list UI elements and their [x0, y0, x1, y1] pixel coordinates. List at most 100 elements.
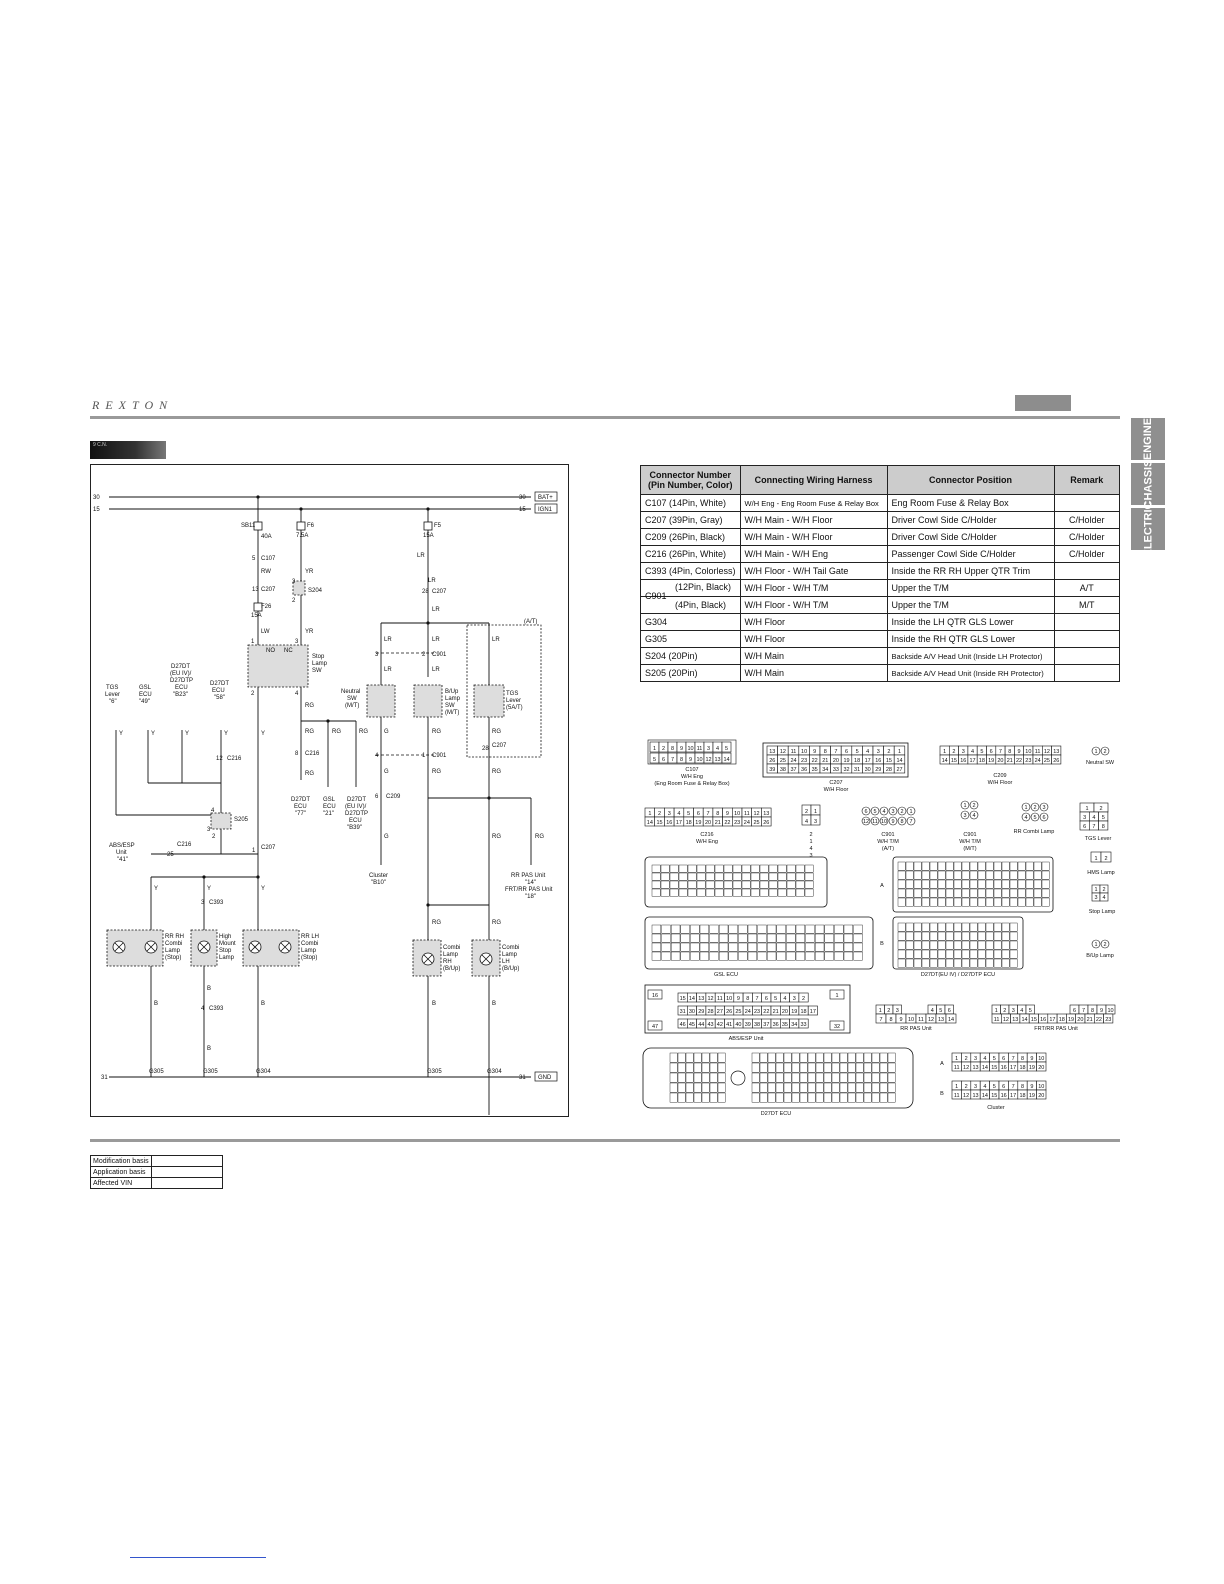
c216-pin-label: 7: [707, 811, 710, 817]
ground-1: G305: [149, 1069, 164, 1075]
gsl-upper-cell: [732, 864, 742, 873]
cluster-b-pin-label: 7: [1012, 1084, 1015, 1090]
pin-c207-28a: 28: [422, 589, 429, 595]
gsl-cell: [766, 942, 777, 952]
rr-rh-l4: (Stop): [165, 955, 181, 961]
abs-l2: Unit: [116, 850, 127, 856]
col-position: Connector Position: [886, 465, 1055, 495]
d27-right-cell: [831, 1062, 840, 1073]
d27-right-cell: [887, 1062, 896, 1073]
c216-pin-label: 8: [716, 811, 719, 817]
d27-right-cell: [791, 1072, 800, 1083]
c901at-pin: [879, 816, 889, 826]
cell-harness: W/H Floor - W/H Tail Gate: [739, 562, 888, 580]
cluster-l2: "B10": [371, 880, 386, 886]
d27eu-b-cell: [961, 931, 970, 941]
d27eu-b-cell: [953, 922, 962, 932]
gsl-upper-cell: [714, 872, 724, 881]
c901at-pin-label: 2: [900, 809, 903, 815]
d27eu-a-cell: [1041, 897, 1050, 907]
d27eu-b-cell: [929, 931, 938, 941]
d27eu-b-cell: [945, 958, 954, 968]
gsl-cell: [824, 942, 834, 952]
d27eu-a-cell: [969, 879, 978, 889]
gsl-cell: [834, 942, 844, 952]
d27-right-cell: [759, 1082, 768, 1093]
rrpas-pin-label: 8: [889, 1017, 892, 1023]
d27eu-a-cell: [945, 870, 954, 880]
d27-right-cell: [751, 1052, 760, 1063]
d27-right-cell: [783, 1082, 792, 1093]
abs-pin-label: 13: [698, 996, 704, 1002]
pin-stop-2: 2: [251, 691, 255, 697]
tab-electric[interactable]: ELECTRIC: [1131, 502, 1165, 557]
cell-remark: C/Holder: [1053, 511, 1121, 529]
c107-body: [647, 739, 737, 765]
cluster-b-pin-label: 8: [1021, 1084, 1024, 1090]
c901at-pin-label: 10: [881, 819, 887, 825]
tab-engine[interactable]: ENGINE: [1131, 418, 1165, 460]
gsl-cell: [776, 942, 786, 952]
c216-caption: C216: [700, 832, 713, 838]
gsl-cell: [747, 933, 758, 943]
tab-chassis[interactable]: CHASSIS: [1131, 460, 1165, 508]
c209-pin-label: 8: [1008, 749, 1011, 755]
d27eu-b-cell: [1009, 922, 1018, 932]
gsl-cell: [747, 924, 758, 934]
abs-pin-label: 38: [754, 1022, 760, 1028]
c216-pin-label: 20: [705, 820, 711, 826]
gsl-upper-cell: [723, 872, 733, 881]
d27-left-cell: [669, 1052, 678, 1063]
footer-link[interactable]: [130, 1557, 266, 1558]
gsl-upper-cell: [696, 864, 706, 873]
gsl-upper-cell: [669, 888, 679, 897]
hms-pin: [1100, 851, 1112, 863]
d27-right-cell: [839, 1052, 848, 1063]
abs-pin-label: 23: [754, 1009, 760, 1015]
c207-pin-label: 7: [834, 749, 837, 755]
rr-lh-l4: (Stop): [301, 955, 317, 961]
c901at-pin: [861, 806, 871, 816]
d27-right-cell: [807, 1092, 816, 1103]
c207-pin-label: 11: [791, 749, 797, 755]
neutral-pin-label: 1: [1094, 749, 1097, 755]
conn-c216-c: C216: [177, 842, 192, 848]
mod-label: Modification basis: [90, 1155, 152, 1167]
frt-pin-label: 19: [1068, 1017, 1074, 1023]
gsl-cell: [738, 951, 748, 961]
gsl-cell: [728, 942, 738, 952]
gsl-cell: [690, 951, 700, 961]
abs-corner-label: 32: [834, 1024, 840, 1030]
abs-corner-label: 16: [652, 993, 658, 999]
d27eu-a-cell: [921, 870, 930, 880]
gsl-upper-cell: [741, 888, 751, 897]
c207-pin-label: 17: [865, 758, 871, 764]
gsl-upper-cell: [750, 864, 760, 873]
abs-pin-label: 19: [791, 1009, 797, 1015]
gsl-cell: [843, 924, 854, 934]
abs-pin-label: 43: [707, 1022, 713, 1028]
cluster-a-pin-label: 5: [993, 1056, 996, 1062]
abs-pin-label: 44: [698, 1022, 704, 1028]
d27-left-cell: [669, 1082, 678, 1093]
c207-pin-label: 34: [822, 767, 828, 773]
gsl-upper-cell: [741, 872, 751, 881]
combi-rh-l1: Combi: [443, 945, 460, 951]
wire-yr-b: YR: [305, 629, 314, 635]
c216-pin-label: 24: [744, 820, 750, 826]
d27eu-a-cell: [1017, 879, 1026, 889]
d27eu-a-cell: [1001, 870, 1010, 880]
rr-lh-l1: RR LH: [301, 934, 319, 940]
d27eu-a-cell: [937, 870, 946, 880]
rrpas-pin-label: 14: [948, 1017, 954, 1023]
d27eu-row-b: B: [880, 941, 884, 947]
cell-num: G304: [640, 613, 741, 631]
d27-left-cell: [669, 1072, 678, 1083]
c216-pin-label: 11: [744, 811, 750, 817]
gsl-upper-cell: [687, 864, 697, 873]
d27-left-cell: [717, 1082, 726, 1093]
gsl-cell: [709, 951, 719, 961]
bus-30-r: 30: [519, 495, 526, 501]
c209-pin-label: 24: [1035, 758, 1041, 764]
wire-lr-g: LR: [384, 667, 392, 673]
